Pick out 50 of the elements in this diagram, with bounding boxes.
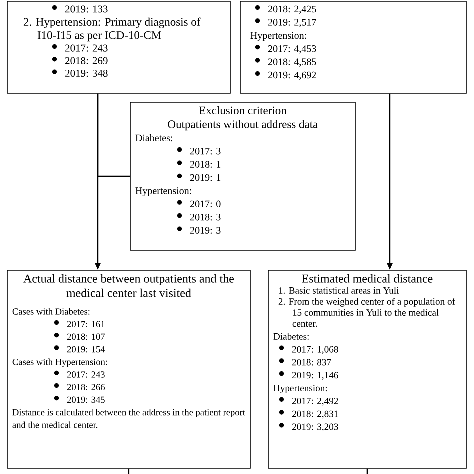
list-item: 2018: 266 (54, 383, 105, 390)
list-item: 2018: 107 (54, 333, 105, 340)
heading: Outpatients without address data (168, 120, 318, 131)
category-label: Distance is calculated between the address in the patient report and the medical center. (12, 409, 246, 428)
flowchart-box (268, 270, 467, 469)
numbered-item: 1. Basic statistical areas in Yuli (279, 287, 400, 294)
list-item: 2018: 1 (177, 160, 221, 168)
list-item: 2017: 3 (177, 148, 221, 155)
list-item: 2018: 269 (52, 57, 108, 64)
list-item: 2017: 243 (54, 370, 105, 378)
connector-line (366, 468, 368, 474)
list-item: 2017: 4,453 (255, 45, 316, 54)
list-item: 2017: 1,068 (279, 346, 338, 354)
category-label: Hypertension: (274, 385, 328, 394)
list-item: 2018: 2,425 (255, 5, 316, 14)
category-label: Diabetes: (274, 333, 309, 340)
list-item: 2019: 133 (52, 5, 108, 13)
list-item: 2017: 243 (52, 44, 108, 52)
list-item: 2017: 161 (54, 320, 105, 328)
flowchart-box (240, 1, 467, 94)
list-item: 2019: 345 (54, 396, 105, 404)
heading: Exclusion criterion (199, 106, 287, 115)
list-item: 2019: 154 (54, 346, 106, 353)
category-label: Cases with Diabetes: (12, 308, 90, 315)
list-item: 2019: 1 (177, 174, 221, 182)
list-item: 2018: 837 (279, 358, 332, 366)
category-label: Diabetes: (136, 134, 172, 142)
category-label: Hypertension: (136, 188, 192, 196)
heading: Actual distance between outpatients and the medical center last visited (24, 274, 234, 298)
list-item: 2018: 3 (177, 214, 221, 221)
list-item: 2017: 2,492 (279, 397, 338, 406)
list-item: 2019: 4,692 (255, 71, 316, 80)
numbered-item: 2. Hypertension: Primary diagnosis of I10-I15 as per ICD-10-CM (24, 18, 201, 42)
list-item: 2019: 2,517 (255, 18, 316, 28)
flowchart-box (130, 102, 356, 251)
list-item: 2017: 0 (177, 200, 221, 208)
connector-line (128, 468, 130, 474)
category-label: Cases with Hypertension: (12, 358, 108, 368)
list-item: 2019: 348 (52, 70, 108, 78)
flowchart-box (7, 270, 251, 469)
list-item: 2018: 4,585 (255, 58, 316, 67)
connector-line (97, 94, 130, 178)
heading: Estimated medical distance (302, 274, 433, 283)
list-item: 2019: 1,146 (279, 372, 338, 380)
flowchart-box (7, 1, 231, 94)
list-item: 2018: 2,831 (279, 410, 338, 419)
list-item: 2019: 3 (177, 226, 221, 234)
numbered-item: 2. From the weighed center of a population of 15 communities in Yuli to the medical center. (278, 298, 456, 328)
list-item: 2019: 3,203 (279, 423, 338, 432)
category-label: Hypertension: (250, 32, 306, 42)
